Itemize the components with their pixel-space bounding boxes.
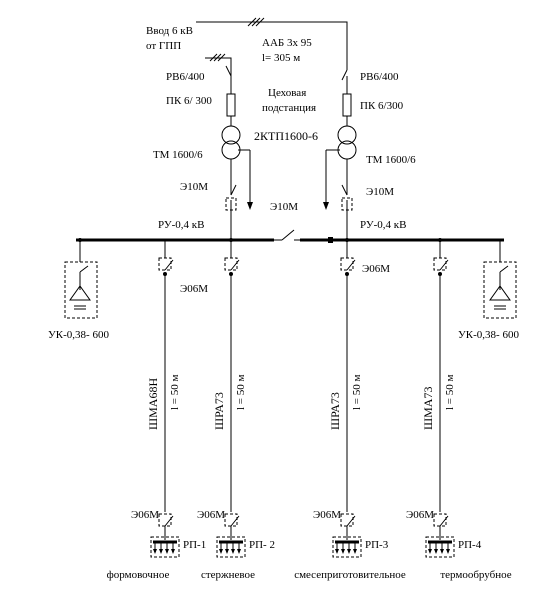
feeder-breaker-label: Э06М: [197, 509, 225, 521]
right-hv-section: [323, 69, 357, 240]
fuse-left-label: ПК 6/ 300: [166, 95, 212, 107]
feeder-length-label: l = 50 м: [351, 374, 363, 410]
panel-label: РП-3: [365, 539, 389, 551]
input-label-line2: от ГПП: [146, 40, 181, 52]
feeder-3: ШРА73 l = 50 м Э06М РП-3 смесеприготовительн…: [294, 240, 406, 581]
feeder-breaker-label: Э06М: [313, 509, 341, 521]
shop-label: стержневое: [201, 569, 255, 581]
feeder-busway-label: ШРА73: [212, 392, 226, 430]
distribution-panel: [332, 536, 362, 558]
transformer-left-primary: [221, 125, 241, 145]
panel-label: РП-4: [458, 539, 482, 551]
feeders: ШМА68Н l = 50 м Э06М РП-1 формовочное ШРА73 l …: [107, 240, 512, 581]
substation-label-line2: подстанция: [262, 102, 316, 114]
distribution-panel: [425, 536, 455, 558]
feeder-breaker-bottom: [230, 515, 240, 527]
switch-right-label: РВ6/400: [360, 71, 399, 83]
feeder-4: ШМА73 l = 50 м Э06М РП-4 термообрубное: [406, 240, 512, 581]
breaker-right-label: Э10М: [366, 186, 394, 198]
transformer-left-label: ТМ 1600/6: [153, 149, 203, 161]
feeder-length-label: l = 50 м: [444, 374, 456, 410]
left-hv-section: [221, 65, 253, 240]
shop-label: формовочное: [107, 569, 170, 581]
capacitor-right-label: УК-0,38- 600: [458, 329, 519, 341]
feeder-length-label: l = 50 м: [235, 374, 247, 410]
capacitor-left-label: УК-0,38- 600: [48, 329, 109, 341]
distribution-panel: [150, 536, 180, 558]
breaker-left-label: Э10М: [180, 181, 208, 193]
capacitor-bank-right: [483, 240, 517, 319]
busbars: [76, 229, 504, 243]
shop-label: термообрубное: [440, 569, 511, 581]
input-line: [196, 17, 348, 76]
feeder-breaker-label: Э06М: [406, 509, 434, 521]
feeder-breaker-right-label: Э06М: [362, 263, 390, 275]
feeder-breaker-bottom: [164, 515, 174, 527]
cable-spec-line1: ААБ 3х 95: [262, 37, 312, 49]
feeder-breaker-top: [164, 259, 174, 271]
bus-right-label: РУ-0,4 кВ: [360, 219, 406, 231]
feeder-busway-label: ШМА73: [421, 387, 435, 430]
transformer-right-label: ТМ 1600/6: [366, 154, 416, 166]
shop-label: смесеприготовительное: [294, 569, 406, 581]
feeder-breaker-left-label: Э06М: [180, 283, 208, 295]
panel-label: РП-1: [183, 539, 206, 551]
feeder-breaker-top: [439, 259, 449, 271]
feeder-1: ШМА68Н l = 50 м Э06М РП-1 формовочное: [107, 240, 206, 581]
feeder-breaker-label: Э06М: [131, 509, 159, 521]
switch-left-label: РВ6/400: [166, 71, 205, 83]
substation-label-line1: Цеховая: [268, 87, 306, 99]
fuse-right: [342, 93, 352, 117]
feeder-busway-label: ШРА73: [328, 392, 342, 430]
panel-label: РП- 2: [249, 539, 275, 551]
bus-left-label: РУ-0,4 кВ: [158, 219, 204, 231]
feeder-length-label: l = 50 м: [169, 374, 181, 410]
feeder-breaker-bottom: [439, 515, 449, 527]
substation-name: 2КТП1600-6: [254, 129, 318, 143]
feeder-2: ШРА73 l = 50 м Э06М РП- 2 стержневое: [197, 240, 275, 581]
breaker-tie-label: Э10М: [270, 201, 298, 213]
capacitor-bank-left: [64, 240, 98, 319]
transformer-right-primary: [337, 125, 357, 145]
fuse-right-label: ПК 6/300: [360, 100, 404, 112]
input-label-line1: Ввод 6 кВ: [146, 25, 193, 37]
feeder-breaker-top: [230, 259, 240, 271]
feeder-breaker-bottom: [346, 515, 356, 527]
feeder-busway-label: ШМА68Н: [146, 378, 160, 430]
distribution-panel: [216, 536, 246, 558]
feeder-breaker-top: [346, 259, 356, 271]
cable-spec-line2: l= 305 м: [262, 52, 300, 64]
fuse-left: [226, 93, 236, 117]
